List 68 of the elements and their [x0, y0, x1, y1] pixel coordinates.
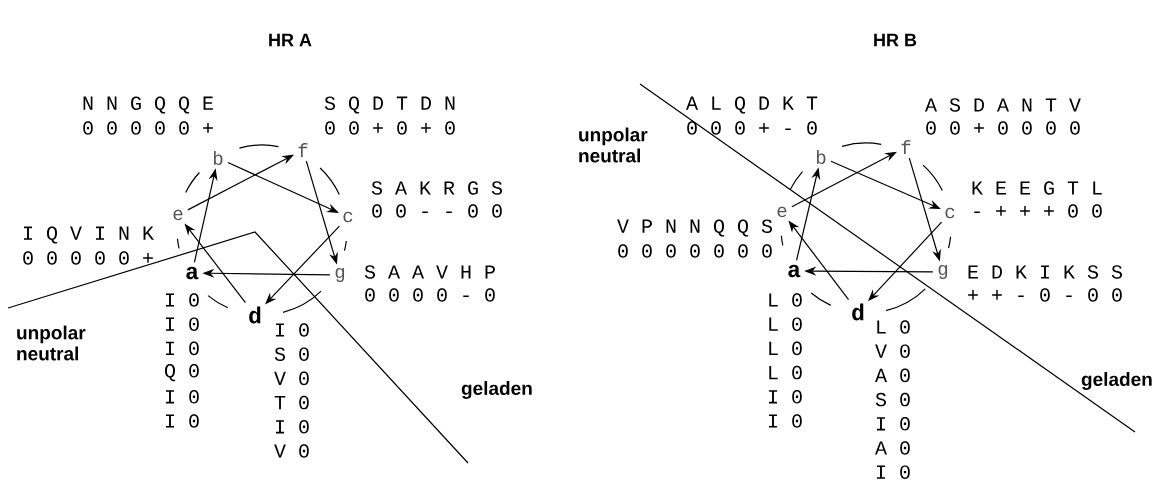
- residue-row: I 0: [769, 414, 802, 428]
- position-letter: a: [186, 266, 199, 280]
- residue-row: I 0: [877, 465, 910, 479]
- residue-row: + + - 0 - 0 0: [968, 288, 1122, 302]
- residue-row: Q 0: [165, 364, 199, 382]
- region-label: geladen: [1081, 372, 1152, 390]
- arrow: [791, 151, 897, 208]
- residue-row: V 0: [875, 344, 910, 358]
- arrow: [187, 154, 294, 211]
- residue-row: A L Q D K T: [686, 96, 818, 114]
- residue-row: V 0: [274, 444, 309, 458]
- position-letter: b: [816, 150, 826, 164]
- residue-row: 0 0 0 0 0 0 0: [618, 244, 772, 258]
- residue-row: 0 0 0 0 0 +: [23, 251, 153, 265]
- residue-row: S Q D T D N: [324, 96, 455, 114]
- residue-row: I 0: [166, 293, 199, 307]
- region-label: unpolar neutral: [17, 325, 86, 361]
- position-letter: b: [213, 151, 223, 165]
- position-letter: a: [788, 264, 801, 278]
- position-letter: c: [343, 211, 353, 223]
- residue-row: - + + + 0 0: [974, 204, 1102, 218]
- residue-row: K E E G T L: [972, 181, 1102, 195]
- residue-row: V P N N Q Q S: [617, 219, 772, 237]
- residue-row: S A A V H P: [364, 265, 495, 279]
- residue-row: I 0: [276, 323, 309, 337]
- position-letter: e: [777, 206, 787, 218]
- residue-row: N N G Q Q E: [83, 96, 213, 114]
- region-label: unpolar neutral: [579, 127, 648, 163]
- residue-row: A S D A N T V: [925, 98, 1081, 112]
- position-letter: e: [173, 209, 183, 221]
- residue-row: A 0: [875, 368, 910, 383]
- residue-row: S A K R G S: [371, 181, 502, 195]
- residue-row: L 0: [877, 320, 910, 334]
- position-letter: g: [938, 264, 948, 280]
- panel-title: HR B: [874, 33, 917, 47]
- residue-row: I 0: [276, 420, 309, 434]
- position-letter: c: [945, 207, 955, 219]
- residue-row: E D K I K S S: [968, 265, 1122, 279]
- residue-row: 0 0 + 0 + 0: [325, 121, 455, 135]
- residue-row: I 0: [877, 417, 910, 431]
- region-label: geladen: [461, 381, 532, 399]
- residue-row: I 0: [769, 390, 802, 404]
- residue-row: A 0: [875, 441, 910, 455]
- residue-row: I 0: [166, 341, 199, 356]
- position-letter: f: [901, 140, 911, 154]
- arrow: [227, 161, 339, 213]
- residue-row: 0 0 0 0 0 +: [83, 121, 213, 135]
- residue-row: S 0: [274, 347, 309, 361]
- residue-row: I Q V I N K: [24, 226, 154, 244]
- residue-row: T 0: [274, 395, 309, 410]
- position-letter: g: [335, 267, 345, 283]
- residue-row: 0 0 + 0 0 0 0: [926, 121, 1080, 135]
- residue-row: L 0: [769, 293, 802, 307]
- residue-row: I 0: [166, 390, 199, 404]
- residue-row: L 0: [769, 317, 802, 331]
- residue-row: V 0: [274, 371, 309, 386]
- residue-row: S 0: [875, 392, 910, 407]
- residue-row: 0 0 0 + - 0: [687, 121, 817, 135]
- position-letter: d: [249, 306, 261, 324]
- residue-row: I 0: [166, 317, 199, 331]
- panel-title: HR A: [269, 33, 312, 47]
- residue-row: 0 0 - - 0 0: [372, 204, 502, 218]
- residue-row: 0 0 0 0 - 0: [365, 288, 495, 302]
- residue-row: I 0: [166, 414, 199, 428]
- residue-row: L 0: [769, 341, 802, 356]
- position-letter: d: [852, 303, 864, 321]
- position-letter: f: [298, 143, 308, 157]
- residue-row: L 0: [769, 365, 802, 380]
